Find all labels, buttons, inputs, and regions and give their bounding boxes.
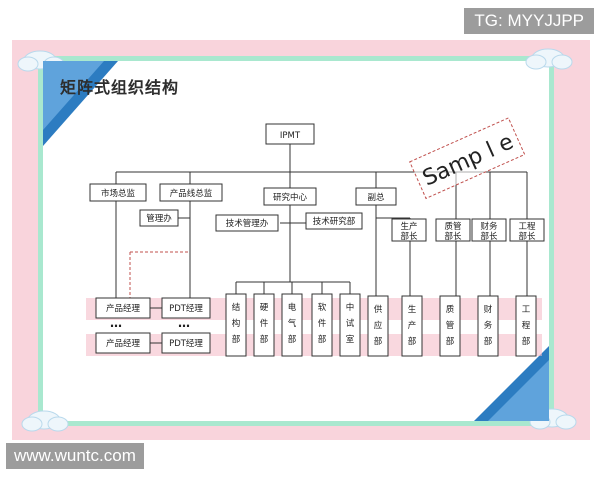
node-dept-structure [225, 293, 247, 357]
dept-electrical-char-3: 部 [288, 334, 297, 345]
func-finance-char-1: 财 [484, 304, 493, 315]
node-dept-pilot-lab [339, 293, 361, 357]
node-pdt-manager-2 [161, 332, 211, 354]
node-dept-software [311, 293, 333, 357]
label-tech-mgmt: 技术管理办 [226, 218, 269, 229]
corner-decoration-top-left-inner [43, 61, 104, 130]
cloud-bottom-left-icon [21, 410, 69, 432]
label-production-head-1: 生产 [400, 221, 417, 232]
func-qa-char-2: 管 [446, 320, 455, 331]
node-product-line-director [159, 183, 223, 202]
watermark-bottom: www.wuntc.com [6, 443, 144, 469]
label-engineering-head-2: 部长 [518, 231, 536, 242]
node-mgmt-office [139, 209, 179, 227]
label-finance-head-1: 财务 [480, 221, 498, 232]
dept-structure-char-1: 结 [232, 302, 241, 313]
label-tech-research: 技术研究部 [313, 216, 356, 227]
node-func-production [401, 295, 423, 357]
node-func-engineering [515, 295, 537, 357]
func-supply-char-2: 应 [374, 320, 383, 331]
connector-lines [115, 144, 528, 344]
dept-pilot-lab-char-3: 室 [346, 334, 355, 345]
dept-hardware-char-2: 件 [260, 318, 269, 329]
label-ipmt: IPMT [280, 131, 301, 141]
node-engineering-head [509, 218, 545, 242]
label-product-manager-2: 产品经理 [106, 338, 141, 349]
label-market-director: 市场总监 [101, 188, 136, 199]
label-engineering-head-1: 工程 [518, 222, 536, 232]
node-finance-head [471, 218, 507, 242]
node-tech-mgmt [215, 214, 279, 232]
sample-stamp: Samp l e [409, 117, 526, 200]
label-pdt-manager-2: PDT经理 [169, 338, 203, 349]
func-finance-char-2: 务 [484, 320, 493, 331]
slide-title: 矩阵式组织结构 [60, 78, 180, 97]
label-qa-head-2: 部长 [444, 231, 462, 242]
label-mgmt-office: 管理办 [146, 213, 172, 224]
dept-pilot-lab-char-1: 中 [346, 302, 355, 313]
ellipsis-pdt-managers: … [178, 316, 190, 330]
func-production-char-3: 部 [408, 336, 417, 347]
label-product-manager-1: 产品经理 [106, 303, 141, 314]
func-qa-char-1: 质 [446, 304, 455, 315]
dept-hardware-char-1: 硬 [260, 303, 269, 313]
func-production-char-2: 产 [408, 320, 417, 331]
node-pdt-manager-1 [161, 297, 211, 319]
dept-hardware-char-3: 部 [260, 334, 269, 345]
func-finance-char-3: 部 [484, 336, 493, 347]
ellipsis-product-managers: … [110, 316, 122, 330]
node-ipmt [265, 123, 315, 145]
func-engineering-char-2: 程 [522, 321, 531, 331]
node-qa-head [435, 218, 471, 242]
dashed-links [129, 251, 190, 298]
dept-software-char-2: 件 [318, 318, 327, 329]
node-deputy [355, 187, 397, 206]
node-market-director [89, 183, 147, 202]
func-production-char-1: 生 [408, 304, 417, 315]
node-tech-research [305, 212, 363, 230]
node-func-supply [367, 295, 389, 357]
func-engineering-char-1: 工 [522, 305, 531, 315]
dept-software-char-1: 软 [318, 302, 327, 313]
node-dept-hardware [253, 293, 275, 357]
func-engineering-char-3: 部 [522, 336, 531, 347]
func-supply-char-3: 部 [374, 336, 383, 347]
dept-pilot-lab-char-2: 试 [346, 318, 355, 329]
dept-electrical-char-1: 电 [288, 302, 297, 313]
dept-structure-char-2: 构 [232, 318, 241, 329]
node-research-center [263, 187, 317, 206]
node-production-head [391, 218, 427, 242]
label-product-line-director: 产品线总监 [170, 188, 213, 199]
node-func-qa [439, 295, 461, 357]
dept-software-char-3: 部 [318, 334, 327, 345]
node-product-manager-2 [95, 332, 151, 354]
label-deputy: 副总 [367, 192, 385, 203]
label-finance-head-2: 部长 [480, 231, 498, 242]
label-pdt-manager-1: PDT经理 [169, 303, 203, 314]
node-dept-electrical [281, 293, 303, 357]
corner-decoration-bottom-right-inner [488, 360, 549, 421]
cloud-top-right-icon [525, 48, 573, 70]
node-func-finance [477, 295, 499, 357]
func-qa-char-3: 部 [446, 336, 455, 347]
label-qa-head-1: 质管 [444, 221, 461, 232]
func-supply-char-1: 供 [374, 304, 383, 315]
dept-structure-char-3: 部 [232, 334, 241, 345]
dept-electrical-char-2: 气 [288, 318, 297, 329]
label-production-head-2: 部长 [400, 231, 418, 242]
label-research-center: 研究中心 [273, 192, 308, 203]
node-product-manager-1 [95, 297, 151, 319]
watermark-top: TG: MYYJJPP [464, 8, 594, 34]
